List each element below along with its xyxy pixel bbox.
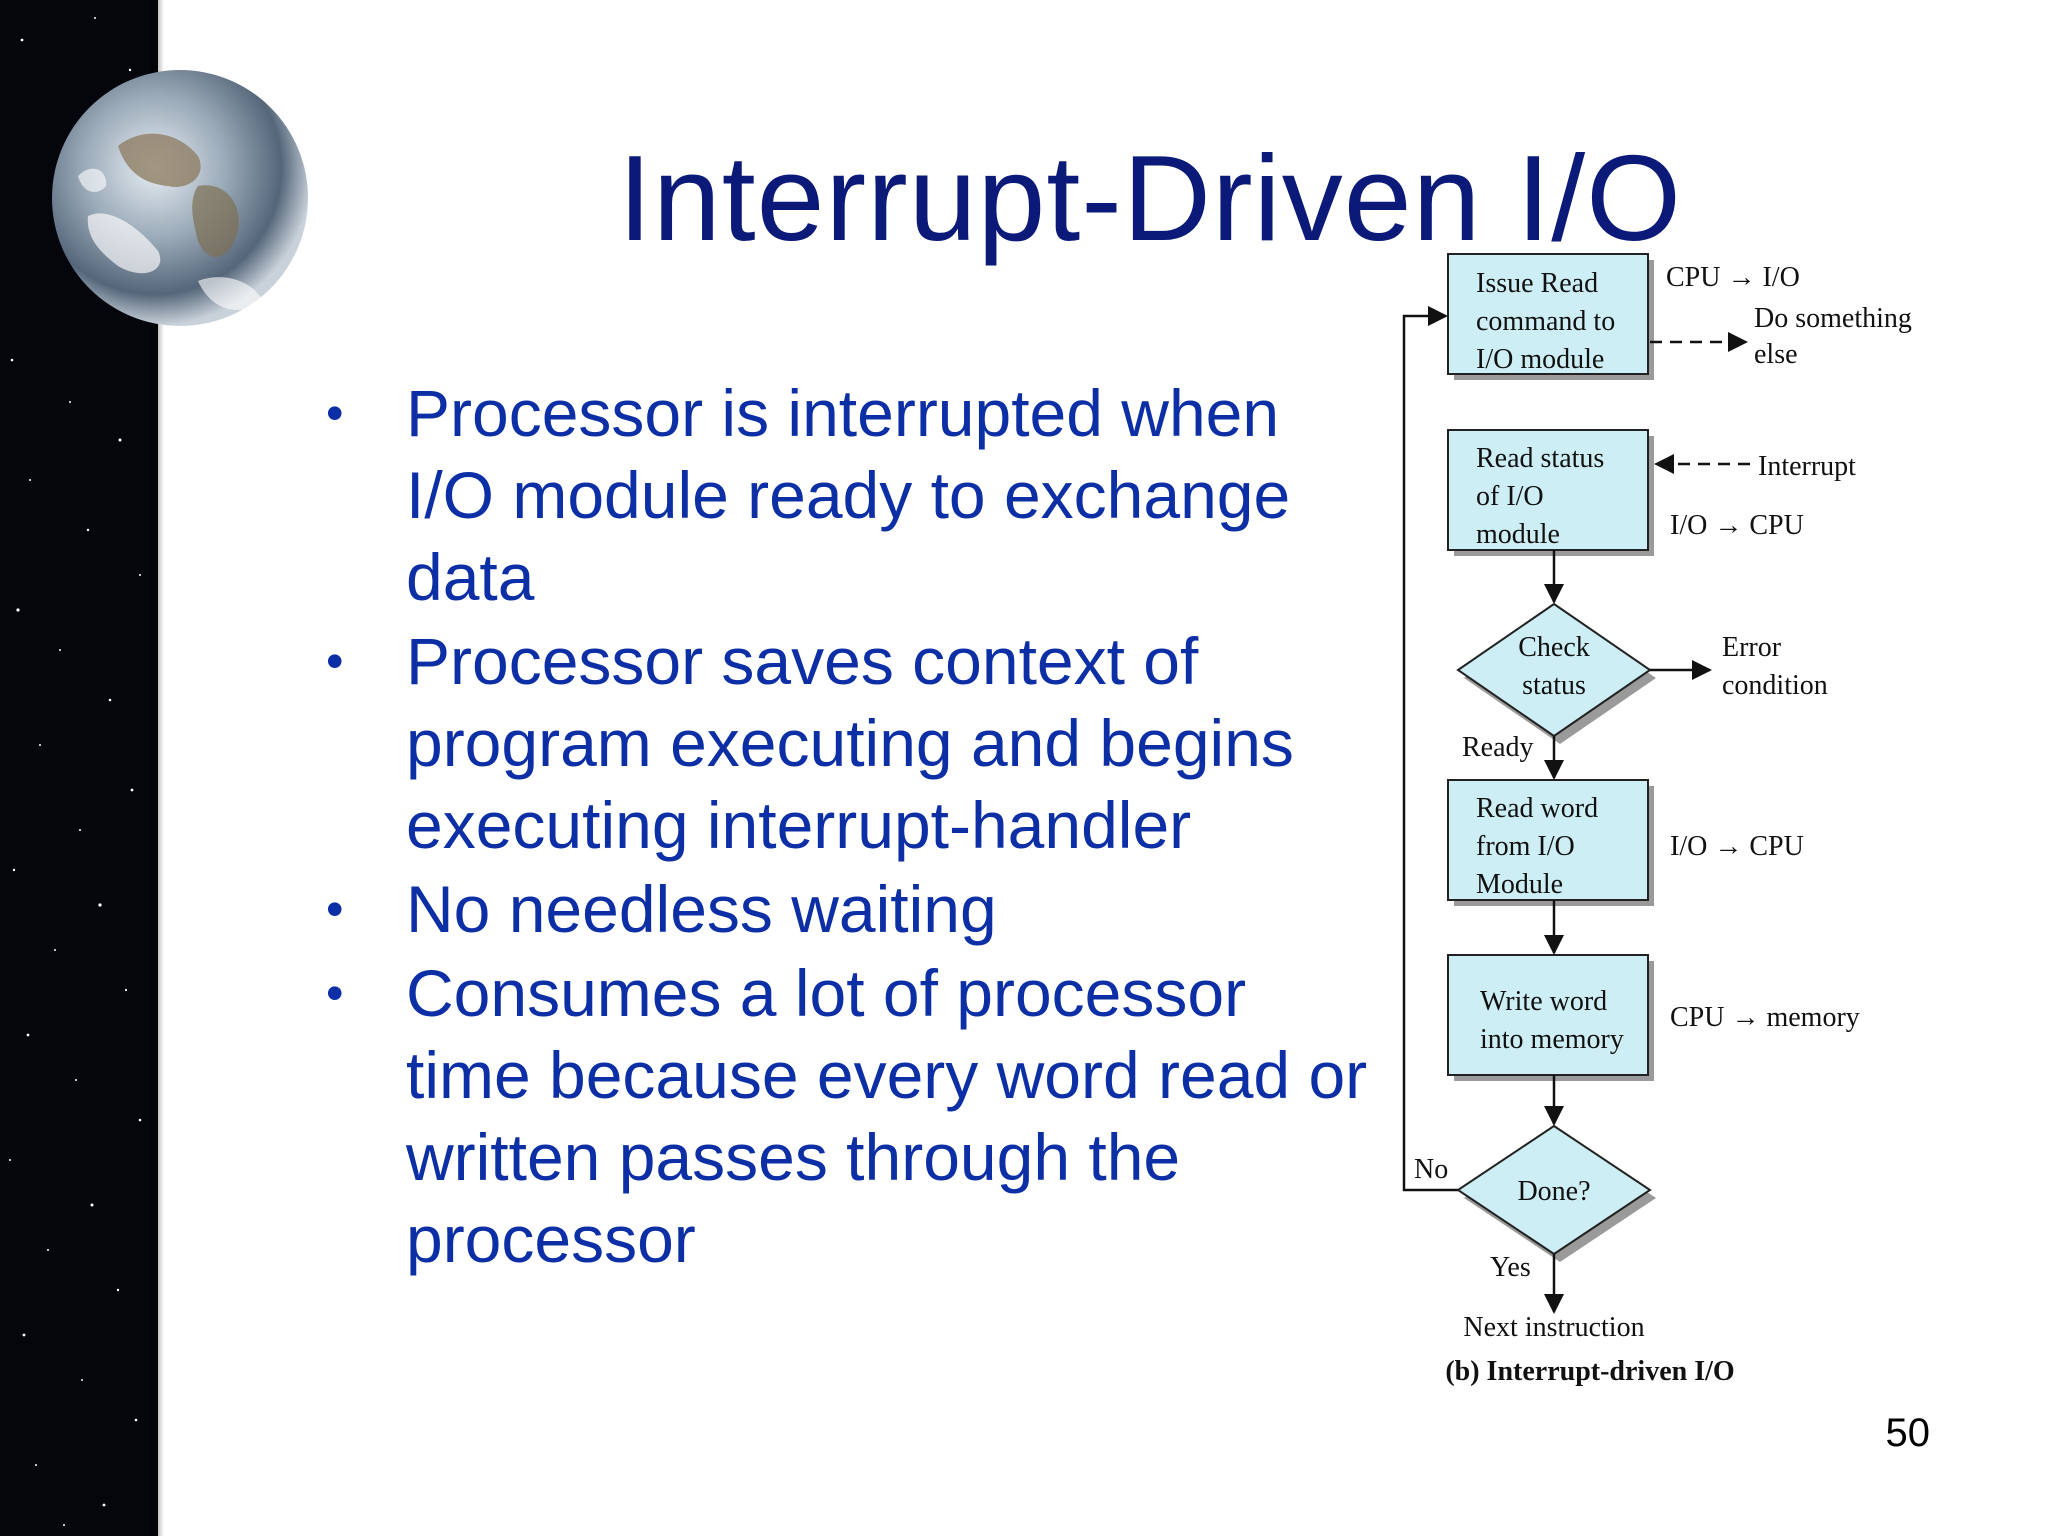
bullet-dot-icon: • <box>326 385 344 441</box>
issue-read-line-2: command to <box>1476 306 1615 337</box>
interrupt-driven-io-flowchart: Issue Read command to I/O module Read st… <box>1402 253 1912 1387</box>
bullet-text: No needless waiting <box>406 872 997 946</box>
yes-label: Yes <box>1490 1252 1531 1283</box>
error-condition-line-1: Error <box>1722 632 1782 663</box>
bullet-dot-icon: • <box>326 633 344 689</box>
bullet-item: • No needless waiting <box>322 868 1382 950</box>
issue-read-line-1: Issue Read <box>1476 268 1598 299</box>
earth-globe-image <box>52 70 308 326</box>
bullet-item: • Processor saves context of program exe… <box>322 620 1382 866</box>
cpu-to-memory-label: CPU → memory <box>1670 1002 1860 1033</box>
io-to-cpu-label-1: I/O → CPU <box>1670 510 1804 541</box>
cpu-to-io-label: CPU → I/O <box>1666 262 1800 293</box>
done-label: Done? <box>1517 1176 1590 1207</box>
no-label: No <box>1414 1154 1448 1185</box>
bullet-dot-icon: • <box>326 965 344 1021</box>
slide-title: Interrupt-Driven I/O <box>617 130 1683 266</box>
read-word-line-2: from I/O <box>1476 831 1575 862</box>
write-word-line-2: into memory <box>1480 1024 1624 1055</box>
bullet-item: • Processor is interrupted when I/O modu… <box>322 372 1382 618</box>
issue-read-line-3: I/O module <box>1476 344 1604 375</box>
bullet-item: • Consumes a lot of processor time becau… <box>322 952 1382 1280</box>
bullet-text: Processor is interrupted when I/O module… <box>406 376 1291 614</box>
strip-shadow <box>150 0 164 1536</box>
next-instruction-label: Next instruction <box>1463 1312 1644 1343</box>
error-condition-line-2: condition <box>1722 670 1828 701</box>
page-number: 50 <box>1885 1411 1931 1455</box>
ready-label: Ready <box>1462 732 1534 763</box>
interrupt-label: Interrupt <box>1758 451 1856 482</box>
do-something-line-2: else <box>1754 339 1798 370</box>
check-status-line-2: status <box>1522 670 1586 701</box>
issue-read-box <box>1447 253 1649 375</box>
read-word-line-1: Read word <box>1476 793 1598 824</box>
io-to-cpu-label-2: I/O → CPU <box>1670 831 1804 862</box>
read-status-line-1: Read status <box>1476 443 1604 474</box>
check-status-line-1: Check <box>1518 632 1590 663</box>
starfield <box>9 17 142 1526</box>
write-word-box <box>1447 954 1649 1076</box>
read-word-line-3: Module <box>1476 869 1563 900</box>
bullet-text: Consumes a lot of processor time because… <box>406 956 1368 1276</box>
read-word-box <box>1447 779 1649 901</box>
do-something-line-1: Do something <box>1754 303 1912 334</box>
bullet-text: Processor saves context of program execu… <box>406 624 1294 862</box>
read-status-box <box>1447 429 1649 551</box>
bullet-list: • Processor is interrupted when I/O modu… <box>322 372 1382 1282</box>
read-status-line-3: module <box>1476 519 1560 550</box>
bullet-dot-icon: • <box>326 881 344 937</box>
read-status-line-2: of I/O <box>1476 481 1544 512</box>
flowchart-caption: (b) Interrupt-driven I/O <box>1445 1356 1734 1387</box>
write-word-line-1: Write word <box>1480 986 1607 1017</box>
